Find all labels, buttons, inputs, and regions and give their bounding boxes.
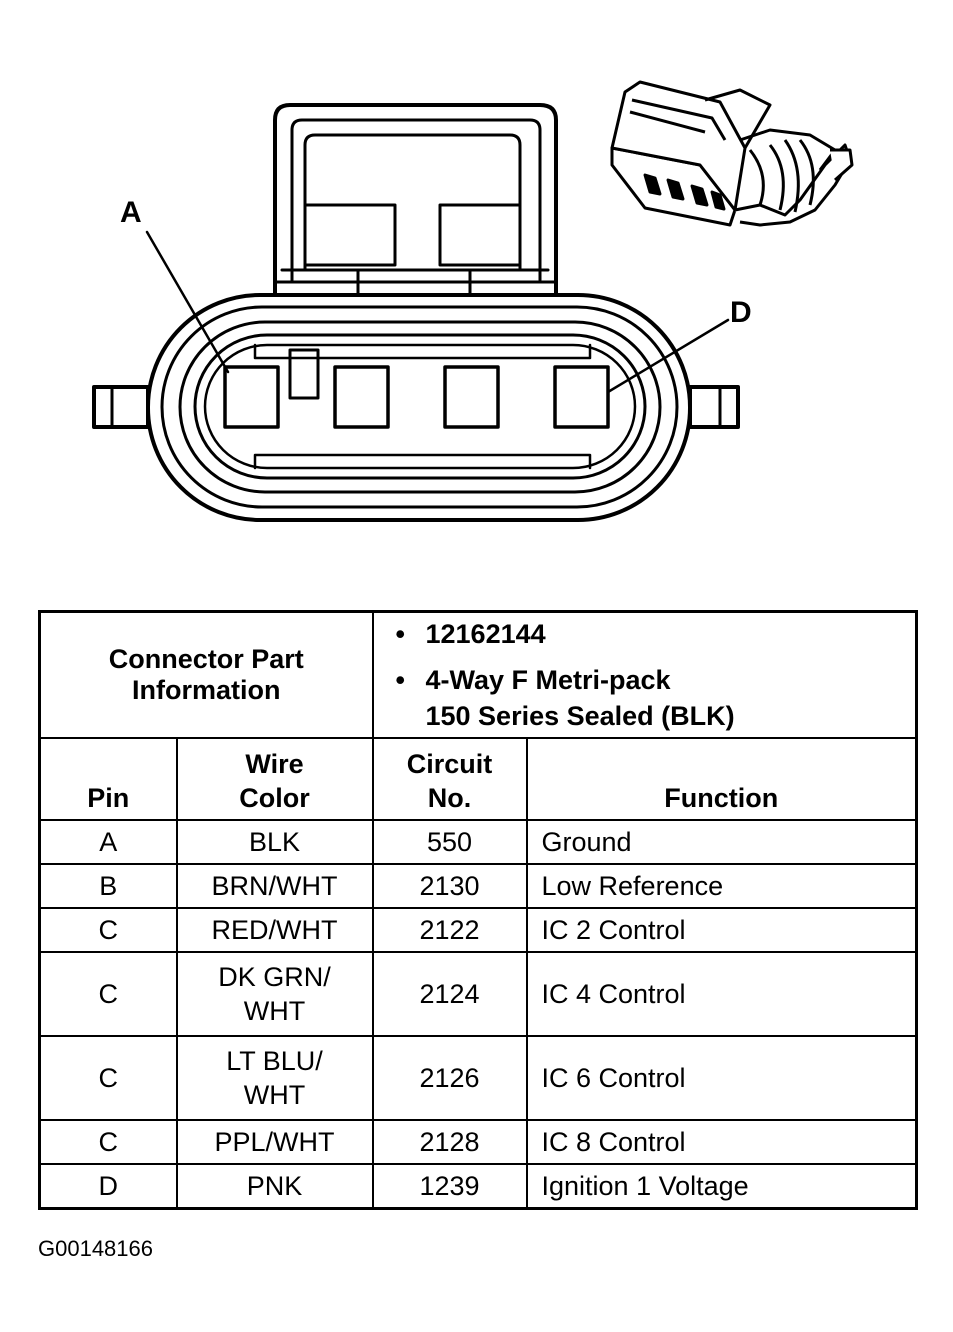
part-description-line-2: 150 Series Sealed (BLK) bbox=[425, 701, 735, 731]
leader-line-d bbox=[606, 318, 730, 394]
pin-cavity-a bbox=[223, 365, 280, 429]
column-header-circuit: Circuit No. bbox=[371, 737, 528, 821]
pin-cell: C bbox=[38, 1035, 178, 1121]
connector-housing bbox=[92, 293, 740, 522]
table-row: C LT BLU/ WHT 2126 IC 6 Control bbox=[38, 1035, 918, 1121]
column-header-pin: Pin bbox=[38, 737, 178, 821]
connector-3d-illustration bbox=[610, 80, 854, 227]
wire-color-cell: BLK bbox=[175, 819, 374, 865]
part-number: •12162144 bbox=[396, 616, 916, 652]
circuit-cell: 550 bbox=[371, 819, 528, 865]
circuit-cell: 2130 bbox=[371, 863, 528, 909]
figure-id: G00148166 bbox=[38, 1236, 153, 1261]
circuit-cell: 2128 bbox=[371, 1119, 528, 1165]
function-cell: Ground bbox=[525, 819, 918, 865]
wire-color-cell: LT BLU/ WHT bbox=[175, 1035, 374, 1121]
connector-lock-tab bbox=[273, 103, 558, 297]
part-info-label-line-1: Connector Part bbox=[108, 644, 304, 674]
pin-cavity-d bbox=[553, 365, 610, 429]
column-header-function: Function bbox=[525, 737, 918, 821]
circuit-cell: 2124 bbox=[371, 951, 528, 1037]
part-description: •4-Way F Metri-pack bbox=[396, 662, 916, 698]
wire-color-cell: RED/WHT bbox=[175, 907, 374, 953]
function-cell: Low Reference bbox=[525, 863, 918, 909]
function-cell: IC 4 Control bbox=[525, 951, 918, 1037]
circuit-cell: 1239 bbox=[371, 1163, 528, 1209]
function-cell: IC 8 Control bbox=[525, 1119, 918, 1165]
pin-cell: C bbox=[38, 907, 178, 953]
part-info-label: Connector Part Information bbox=[38, 610, 374, 739]
function-cell: IC 2 Control bbox=[525, 907, 918, 953]
pin-label-d: D bbox=[730, 296, 752, 329]
table-row: C DK GRN/ WHT 2124 IC 4 Control bbox=[38, 951, 918, 1037]
pin-label-a: A bbox=[120, 196, 142, 229]
connector-info-table: Connector Part Information •12162144 •4-… bbox=[38, 610, 918, 1210]
column-header-wire-color: Wire Color bbox=[175, 737, 374, 821]
table-row: D PNK 1239 Ignition 1 Voltage bbox=[38, 1163, 918, 1209]
connector-diagram: A D bbox=[92, 80, 854, 522]
table-row: C PPL/WHT 2128 IC 8 Control bbox=[38, 1119, 918, 1165]
pin-cavity-c bbox=[443, 365, 500, 429]
table-row: A BLK 550 Ground bbox=[38, 819, 918, 865]
circuit-cell: 2122 bbox=[371, 907, 528, 953]
function-cell: IC 6 Control bbox=[525, 1035, 918, 1121]
part-info-label-line-2: Information bbox=[132, 675, 281, 705]
wire-color-cell: BRN/WHT bbox=[175, 863, 374, 909]
table-row: C RED/WHT 2122 IC 2 Control bbox=[38, 907, 918, 953]
pin-cavity-b bbox=[333, 365, 390, 429]
pin-cell: C bbox=[38, 1119, 178, 1165]
pin-cell: B bbox=[38, 863, 178, 909]
pin-cell: D bbox=[38, 1163, 178, 1209]
wire-color-cell: PNK bbox=[175, 1163, 374, 1209]
pin-cell: C bbox=[38, 951, 178, 1037]
table-row: B BRN/WHT 2130 Low Reference bbox=[38, 863, 918, 909]
circuit-cell: 2126 bbox=[371, 1035, 528, 1121]
part-info-values: •12162144 •4-Way F Metri-pack 150 Series… bbox=[371, 610, 918, 739]
function-cell: Ignition 1 Voltage bbox=[525, 1163, 918, 1209]
wire-color-cell: DK GRN/ WHT bbox=[175, 951, 374, 1037]
wire-color-cell: PPL/WHT bbox=[175, 1119, 374, 1165]
bullet-icon: • bbox=[395, 665, 405, 695]
leader-line-a bbox=[145, 230, 230, 374]
pin-cell: A bbox=[38, 819, 178, 865]
bullet-icon: • bbox=[395, 619, 405, 649]
